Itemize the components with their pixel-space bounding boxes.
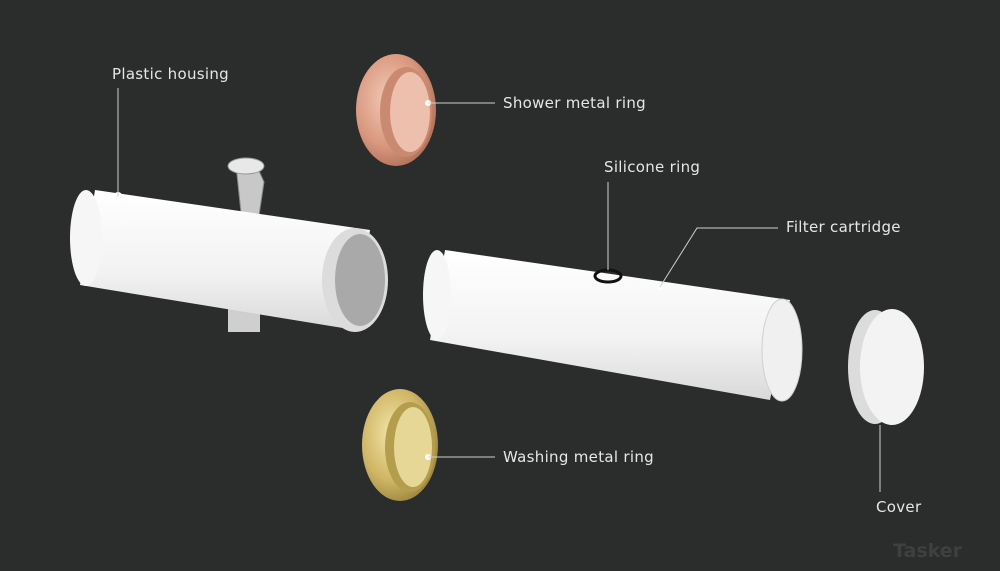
- tasker-watermark: Tasker: [893, 540, 963, 562]
- shower-metal-ring: [356, 54, 436, 166]
- washing-metal-ring: [362, 389, 438, 501]
- leader-lines: [117, 88, 881, 492]
- label-washing-metal-ring: Washing metal ring: [503, 448, 654, 466]
- plastic-housing: [70, 157, 388, 332]
- label-filter-cartridge: Filter cartridge: [786, 218, 901, 236]
- label-cover: Cover: [876, 498, 922, 516]
- label-plastic-housing: Plastic housing: [112, 65, 229, 83]
- label-silicone-ring: Silicone ring: [604, 158, 701, 176]
- cover-part: [848, 309, 924, 425]
- filter-cartridge: [423, 250, 803, 402]
- label-shower-metal-ring: Shower metal ring: [503, 94, 646, 112]
